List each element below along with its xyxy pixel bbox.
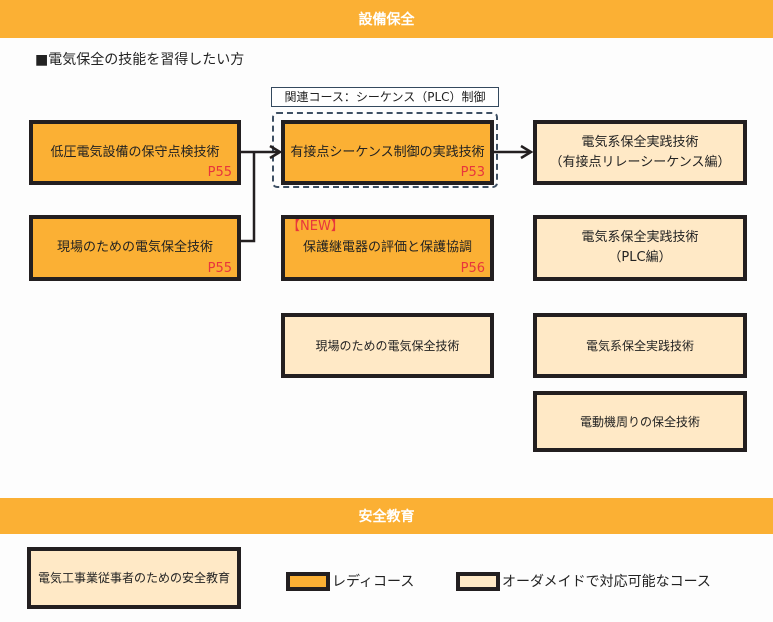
course-practice-relay[interactable]: 電気系保全実践技術 （有接点リレーシーケンス編）	[533, 120, 747, 185]
target-audience: ■電気保全の技能を習得したい方	[35, 52, 245, 68]
course-title: 電気系保全実践技術	[585, 338, 694, 353]
course-protective-relay[interactable]: 【NEW】保護継電器の評価と保護協調 P56	[281, 215, 494, 281]
course-motor-maintenance[interactable]: 電動機周りの保全技術	[533, 391, 747, 452]
new-badge: 【NEW】	[287, 219, 344, 234]
page-ref: P55	[207, 261, 232, 276]
arrowhead-c	[269, 144, 283, 160]
course-safety-education[interactable]: 電気工事業従事者のための安全教育	[27, 547, 241, 609]
course-title: 電気系保全実践技術	[581, 230, 699, 245]
course-low-voltage-inspection[interactable]: 低圧電気設備の保守点検技術 P55	[29, 120, 241, 185]
course-practice-plc[interactable]: 電気系保全実践技術 （PLC編）	[533, 215, 747, 281]
course-practice[interactable]: 電気系保全実践技術	[533, 313, 747, 378]
course-title: 現場のための電気保全技術	[56, 240, 213, 255]
page-ref: P56	[460, 261, 485, 276]
course-relay-sequence[interactable]: 有接点シーケンス制御の実践技術 P53	[281, 120, 494, 185]
course-title: 電気系保全実践技術	[581, 134, 699, 150]
legend-swatch-custom	[456, 572, 500, 591]
course-title: 保護継電器の評価と保護協調	[302, 240, 472, 255]
course-title: 電気工事業従事者のための安全教育	[37, 571, 230, 585]
page-ref: P53	[460, 165, 485, 180]
connector-b-c	[240, 152, 256, 243]
course-subtitle: （PLC編）	[608, 250, 672, 265]
course-title: 現場のための電気保全技術	[315, 338, 460, 353]
related-course-group	[272, 112, 498, 188]
course-title: 電動機周りの保全技術	[579, 414, 700, 429]
course-field-maintenance-custom[interactable]: 現場のための電気保全技術	[281, 313, 494, 378]
related-course-label: 関連コース：シーケンス（PLC）制御	[271, 87, 499, 107]
course-field-maintenance[interactable]: 現場のための電気保全技術 P55	[29, 215, 241, 281]
arrowhead-f	[520, 144, 534, 160]
legend-label-ready: レディコース	[332, 574, 415, 590]
course-subtitle: （有接点リレーシーケンス編）	[549, 154, 731, 170]
section-header-safety: 安全教育	[0, 498, 773, 534]
course-title: 有接点シーケンス制御の実践技術	[290, 144, 485, 160]
legend-label-custom: オーダメイドで対応可能なコース	[502, 574, 711, 590]
page-ref: P55	[207, 165, 232, 180]
section-header-maintenance: 設備保全	[0, 0, 773, 38]
course-title: 低圧電気設備の保守点検技術	[50, 144, 220, 160]
legend-swatch-ready	[286, 572, 330, 591]
